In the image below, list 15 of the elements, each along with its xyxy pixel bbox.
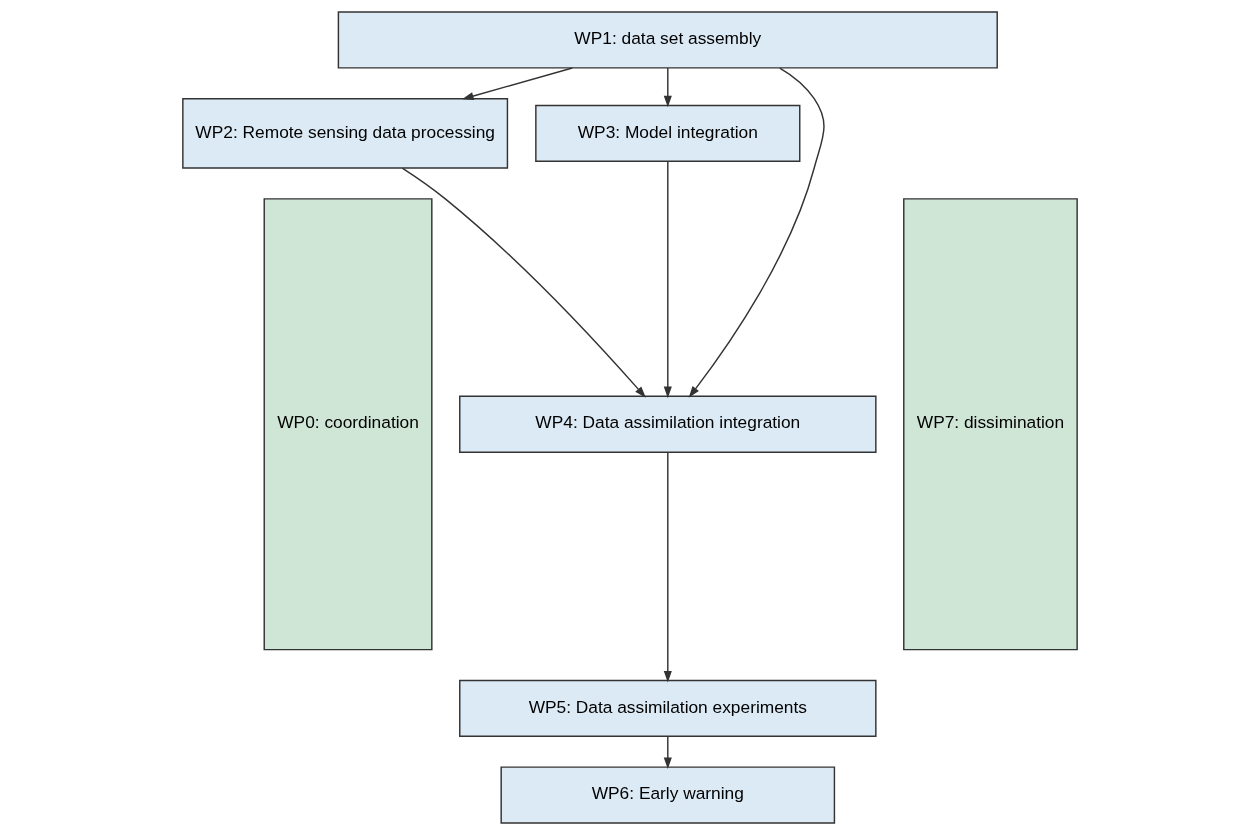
arrow <box>663 160 672 399</box>
arrow <box>663 735 672 770</box>
arrow <box>663 451 672 683</box>
arrow <box>401 167 646 398</box>
arrow <box>688 67 825 398</box>
node-box: WP4: Data assimilation integration <box>458 395 877 453</box>
arrow <box>461 67 573 100</box>
node-box: WP2: Remote sensing data processing <box>181 97 508 169</box>
node-box: WP7: dissimination <box>902 198 1078 651</box>
node-box: WP5: Data assimilation experiments <box>458 679 877 738</box>
node-box: WP0: coordination <box>263 198 433 651</box>
node-box: WP1: data set assembly <box>337 11 998 69</box>
node-box: WP3: Model integration <box>534 104 800 162</box>
arrow <box>663 67 672 108</box>
node-box: WP6: Early warning <box>499 766 835 824</box>
